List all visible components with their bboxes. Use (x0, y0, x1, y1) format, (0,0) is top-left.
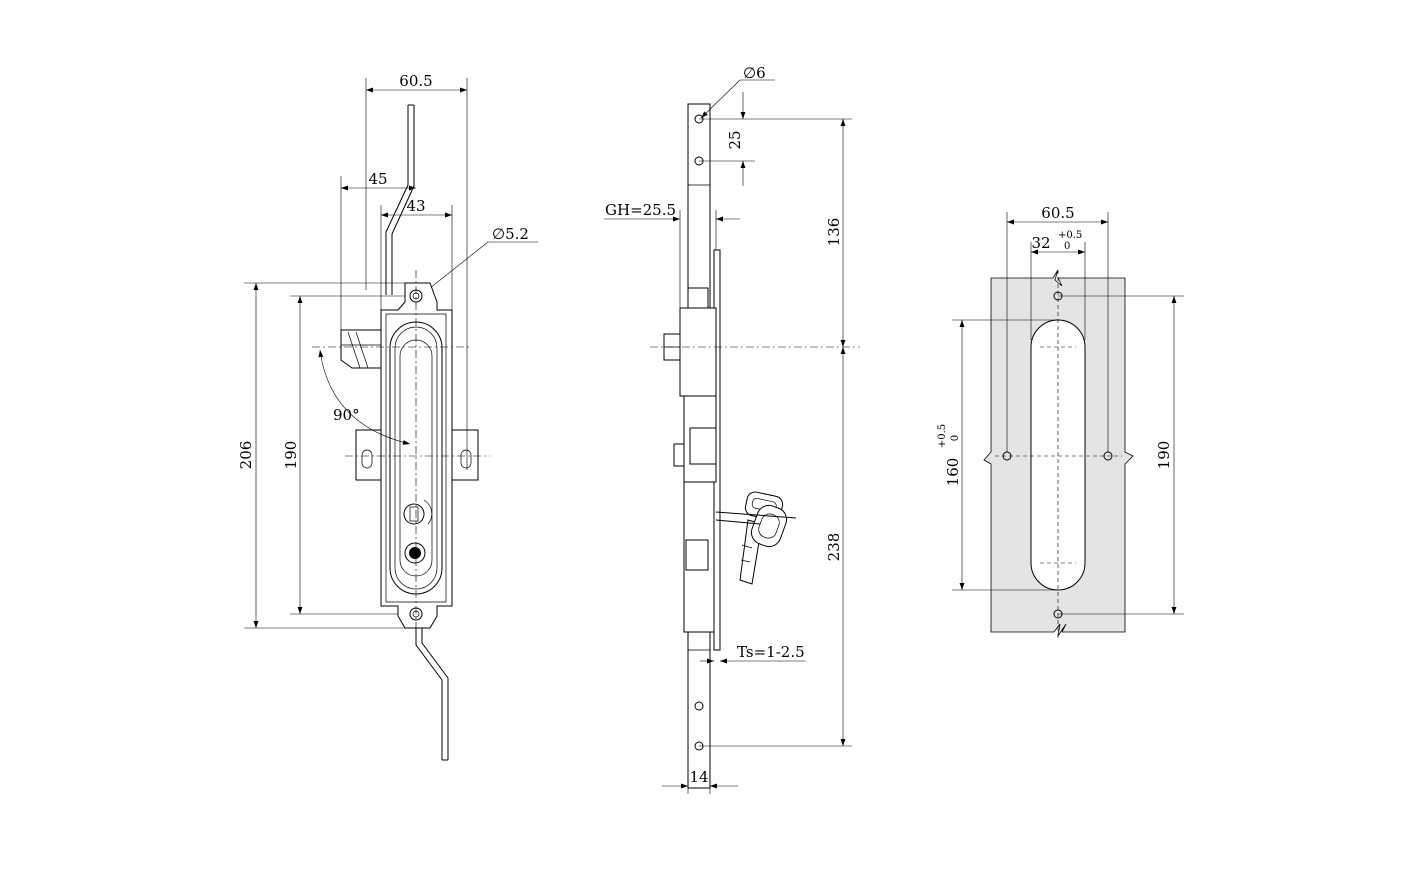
key-cylinder (403, 503, 425, 525)
lock-housing-side (683, 481, 715, 633)
handle-inner (394, 326, 438, 590)
dim-label-rotation: 90° (333, 406, 360, 424)
rotation-arrow-icon (423, 499, 433, 525)
dim-label-slot-width: 32 (1031, 234, 1050, 252)
lock-housing-side (683, 395, 717, 483)
push-button-icon (409, 547, 421, 559)
key-icon (715, 491, 797, 585)
dim-label-cutout-hole-spacing: 190 (1155, 441, 1173, 470)
push-button (404, 542, 426, 564)
dim-label-lower: 238 (825, 533, 843, 562)
upper-rod (385, 105, 409, 295)
dim-label-hole-spacing: 190 (282, 441, 300, 470)
cylinder-stub (673, 443, 685, 467)
dim-label-hole: ∅5.2 (492, 225, 529, 243)
dim-label-upper: 136 (825, 218, 843, 247)
tab-slot (361, 449, 373, 469)
dim-label-cutout-width: 60.5 (1041, 204, 1074, 222)
upper-rod (391, 105, 415, 295)
mounting-tab-left (355, 429, 382, 481)
dim-label-rod-width: 14 (689, 768, 708, 786)
cylinder-collar (689, 427, 717, 465)
lower-rod (415, 626, 443, 760)
dim-label-handle-offset: 45 (368, 170, 387, 188)
tolerance-plus: +0.5 (1058, 230, 1082, 241)
rod-guide (685, 539, 709, 571)
tolerance-slot-plus: +0.5 (937, 424, 948, 448)
dim-label-gh: GH=25.5 (605, 201, 676, 219)
latch-tongue (355, 331, 369, 369)
tolerance-zero: 0 (1064, 241, 1070, 252)
dim-label-body-width: 43 (406, 197, 425, 215)
lock-body-inner (385, 313, 447, 603)
latch-tongue (340, 329, 381, 369)
lock-housing-side (679, 307, 717, 397)
dim-label-overall-height: 206 (237, 441, 255, 470)
front-view: 60.5 45 43 ∅5.2 206 190 (237, 72, 538, 761)
latch-tongue (347, 331, 361, 369)
tab-slot (460, 449, 472, 469)
lower-rod (421, 626, 449, 760)
mounting-tab-right (451, 429, 479, 481)
rod-guide (687, 287, 709, 309)
side-view: ∅6 25 GH=25.5 136 238 Ts=1-2.5 14 (604, 64, 860, 794)
dim-label-hole-pitch: 25 (726, 130, 744, 149)
rotation-arc (318, 349, 411, 445)
keyway-icon (409, 506, 419, 522)
dim-label-rod-hole: ∅6 (743, 64, 766, 82)
tolerance-slot-zero: 0 (950, 435, 961, 441)
dim-label-width: 60.5 (399, 72, 432, 90)
cutout-view: 60.5 32 +0.5 0 160 +0.5 0 190 (937, 204, 1184, 640)
dim-label-slot-height: 160 (944, 458, 962, 487)
leader-line-rod-hole (700, 79, 741, 119)
rod-hole (694, 701, 704, 711)
dim-label-ts: Ts=1-2.5 (737, 643, 805, 661)
